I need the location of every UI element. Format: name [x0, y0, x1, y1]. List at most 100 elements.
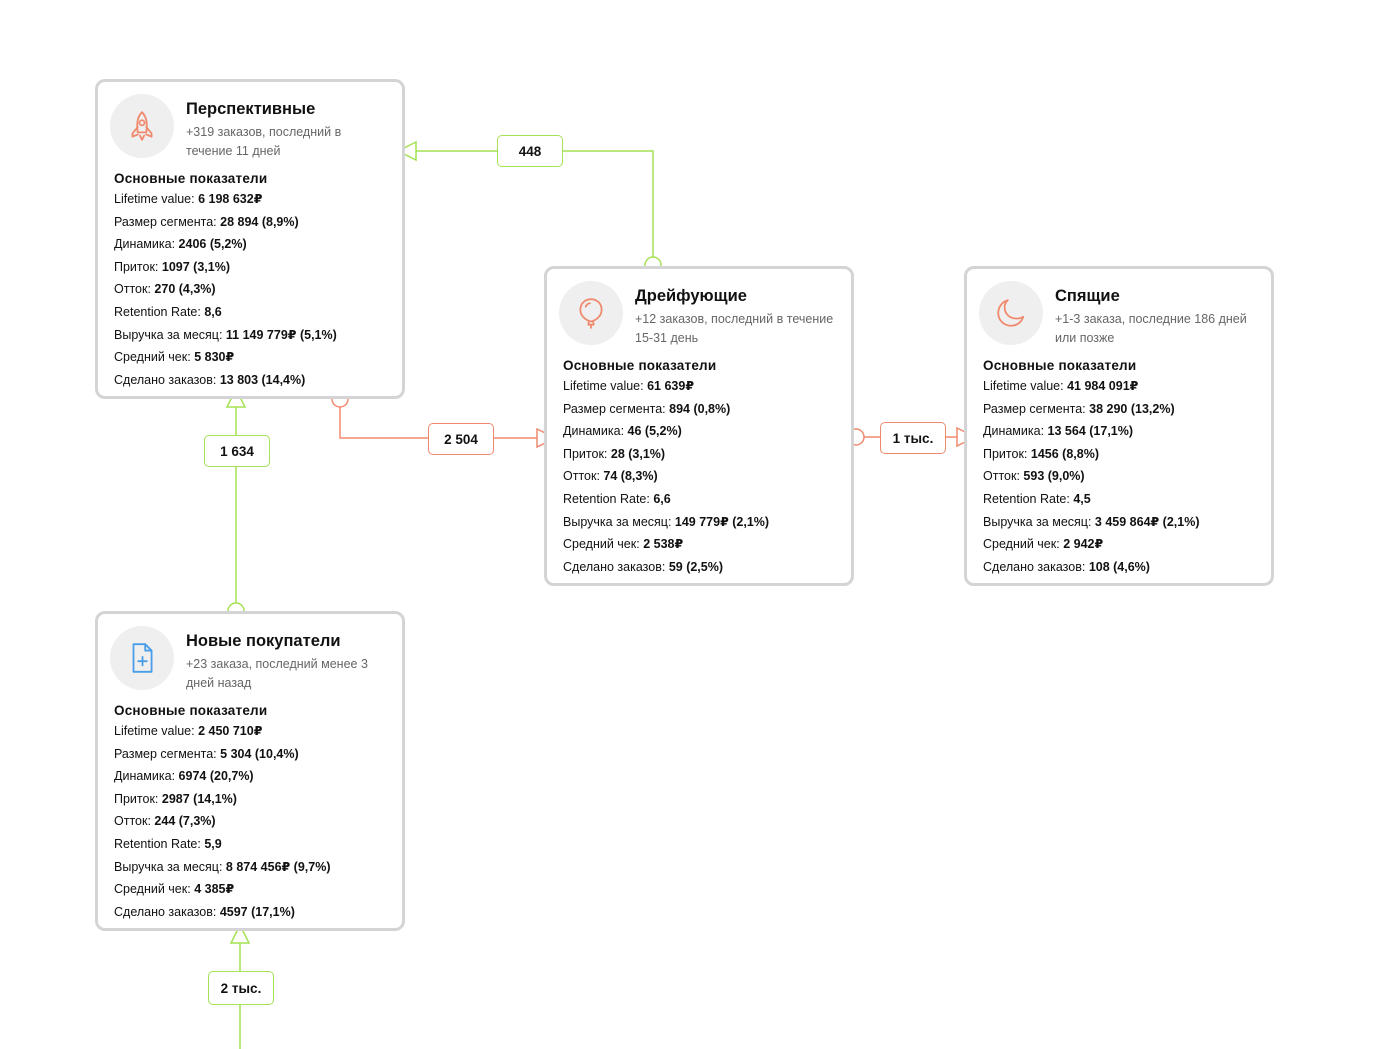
metric-value: 270 (4,3%)	[154, 282, 216, 297]
metric-label: Размер сегмента:	[983, 401, 1086, 416]
segment-title: Спящие	[1055, 287, 1120, 305]
metric-label: Сделано заказов:	[114, 372, 217, 387]
metric-label: Отток:	[114, 814, 151, 829]
metric-label: Динамика:	[563, 424, 625, 439]
flow-badge-drifting-to-promising[interactable]: 448	[497, 135, 563, 167]
icon-badge	[110, 626, 174, 690]
section-title: Основные показатели	[563, 358, 717, 373]
metric-label: Отток:	[563, 469, 600, 484]
metric-value: 5 304 (10,4%)	[220, 746, 299, 761]
arrow-head	[229, 923, 251, 944]
metric-label: Отток:	[114, 282, 151, 297]
metric-label: Динамика:	[983, 424, 1045, 439]
metric-orders: Сделано заказов: 108 (4,6%)	[983, 556, 1255, 579]
metric-label: Динамика:	[114, 237, 176, 252]
metric-label: Retention Rate:	[983, 491, 1070, 506]
metric-dynamics: Динамика: 13 564 (17,1%)	[983, 420, 1255, 443]
metric-size: Размер сегмента: 38 290 (13,2%)	[983, 398, 1255, 421]
metric-value: 28 (3,1%)	[610, 446, 666, 461]
metrics-list: Lifetime value: 2 450 710₽ Размер сегмен…	[114, 720, 386, 923]
metric-size: Размер сегмента: 5 304 (10,4%)	[114, 743, 386, 766]
metric-label: Средний чек:	[114, 882, 191, 897]
metric-label: Динамика:	[114, 769, 176, 784]
metric-label: Приток:	[983, 446, 1028, 461]
metric-value: 6,6	[653, 491, 671, 506]
metric-inflow: Приток: 28 (3,1%)	[563, 443, 835, 466]
connector-drifting-to-promising	[416, 150, 654, 265]
segment-title: Новые покупатели	[186, 632, 341, 650]
metric-label: Приток:	[563, 446, 608, 461]
segment-card-promising[interactable]: Перспективные +319 заказов, последний в …	[95, 79, 405, 399]
metric-dynamics: Динамика: 46 (5,2%)	[563, 420, 835, 443]
metric-value: 46 (5,2%)	[627, 424, 682, 439]
arrow-head	[396, 140, 417, 162]
metric-value: 4,5	[1073, 491, 1091, 506]
metric-value: 13 803 (14,4%)	[219, 372, 306, 387]
metric-retention: Retention Rate: 5,9	[114, 833, 386, 856]
metric-revenue: Выручка за месяц: 11 149 779₽ (5,1%)	[114, 324, 386, 347]
metric-label: Выручка за месяц:	[563, 514, 672, 529]
segment-card-new-buyers[interactable]: Новые покупатели +23 заказа, последний м…	[95, 611, 405, 931]
metric-avg-check: Средний чек: 4 385₽	[114, 878, 386, 901]
metric-outflow: Отток: 74 (8,3%)	[563, 465, 835, 488]
segment-subtitle: +319 заказов, последний в течение 11 дне…	[186, 125, 342, 158]
metric-value: 2987 (14,1%)	[161, 791, 237, 806]
metric-value: 108 (4,6%)	[1088, 559, 1150, 574]
metric-avg-check: Средний чек: 2 942₽	[983, 533, 1255, 556]
metric-inflow: Приток: 1097 (3,1%)	[114, 256, 386, 279]
metric-label: Сделано заказов:	[114, 904, 217, 919]
metric-inflow: Приток: 2987 (14,1%)	[114, 788, 386, 811]
metric-label: Размер сегмента:	[114, 214, 217, 229]
flow-badge-drifting-to-sleeping[interactable]: 1 тыс.	[880, 422, 946, 454]
metric-value: 2406 (5,2%)	[178, 237, 247, 252]
metric-label: Lifetime value:	[114, 724, 195, 738]
metric-value: 149 779₽ (2,1%)	[674, 514, 770, 529]
metric-value: 6974 (20,7%)	[178, 769, 254, 784]
metric-value: 74 (8,3%)	[603, 469, 658, 484]
section-title: Основные показатели	[114, 171, 268, 186]
metric-dynamics: Динамика: 6974 (20,7%)	[114, 765, 386, 788]
metric-value: 2 538₽	[643, 537, 684, 552]
metric-label: Retention Rate:	[114, 304, 201, 319]
flow-badge-new-to-promising[interactable]: 1 634	[204, 435, 270, 467]
metrics-list: Lifetime value: 6 198 632₽ Размер сегмен…	[114, 188, 386, 391]
metric-value: 59 (2,5%)	[668, 559, 724, 574]
metric-value: 1456 (8,8%)	[1030, 446, 1099, 461]
flow-badge-incoming-new[interactable]: 2 тыс.	[208, 971, 274, 1005]
metric-outflow: Отток: 244 (7,3%)	[114, 810, 386, 833]
icon-badge	[110, 94, 174, 158]
segment-card-sleeping[interactable]: Спящие +1-3 заказа, последние 186 дней и…	[964, 266, 1274, 586]
metric-value: 3 459 864₽ (2,1%)	[1094, 514, 1200, 529]
icon-badge	[559, 281, 623, 345]
metric-label: Приток:	[114, 259, 159, 274]
segment-card-drifting[interactable]: Дрейфующие +12 заказов, последний в тече…	[544, 266, 854, 586]
metric-label: Размер сегмента:	[563, 401, 666, 416]
new-document-icon	[132, 643, 153, 673]
metric-value: 244 (7,3%)	[154, 814, 216, 829]
segment-title: Перспективные	[186, 100, 316, 118]
metric-size: Размер сегмента: 894 (0,8%)	[563, 398, 835, 421]
metric-size: Размер сегмента: 28 894 (8,9%)	[114, 211, 386, 234]
metric-value: 4 385₽	[194, 882, 235, 897]
metric-orders: Сделано заказов: 59 (2,5%)	[563, 556, 835, 579]
metric-label: Средний чек:	[563, 537, 640, 552]
metric-dynamics: Динамика: 2406 (5,2%)	[114, 233, 386, 256]
metric-label: Lifetime value:	[983, 379, 1064, 393]
metric-label: Lifetime value:	[114, 192, 195, 206]
metric-label: Выручка за месяц:	[114, 859, 223, 874]
metric-value: 8 874 456₽ (9,7%)	[225, 859, 331, 874]
metric-value: 61 639₽	[647, 379, 695, 393]
metric-orders: Сделано заказов: 13 803 (14,4%)	[114, 369, 386, 392]
metric-label: Приток:	[114, 791, 159, 806]
metric-outflow: Отток: 270 (4,3%)	[114, 278, 386, 301]
metric-value: 894 (0,8%)	[669, 401, 731, 416]
flow-badge-promising-to-drifting[interactable]: 2 504	[428, 423, 494, 455]
metric-value: 1097 (3,1%)	[161, 259, 230, 274]
metric-value: 8,6	[204, 304, 222, 319]
metric-ltv: Lifetime value: 6 198 632₽	[114, 188, 386, 211]
metric-value: 4597 (17,1%)	[219, 904, 295, 919]
section-title: Основные показатели	[983, 358, 1137, 373]
metric-label: Lifetime value:	[563, 379, 644, 393]
metric-value: 6 198 632₽	[198, 192, 263, 206]
metrics-list: Lifetime value: 41 984 091₽ Размер сегме…	[983, 375, 1255, 578]
